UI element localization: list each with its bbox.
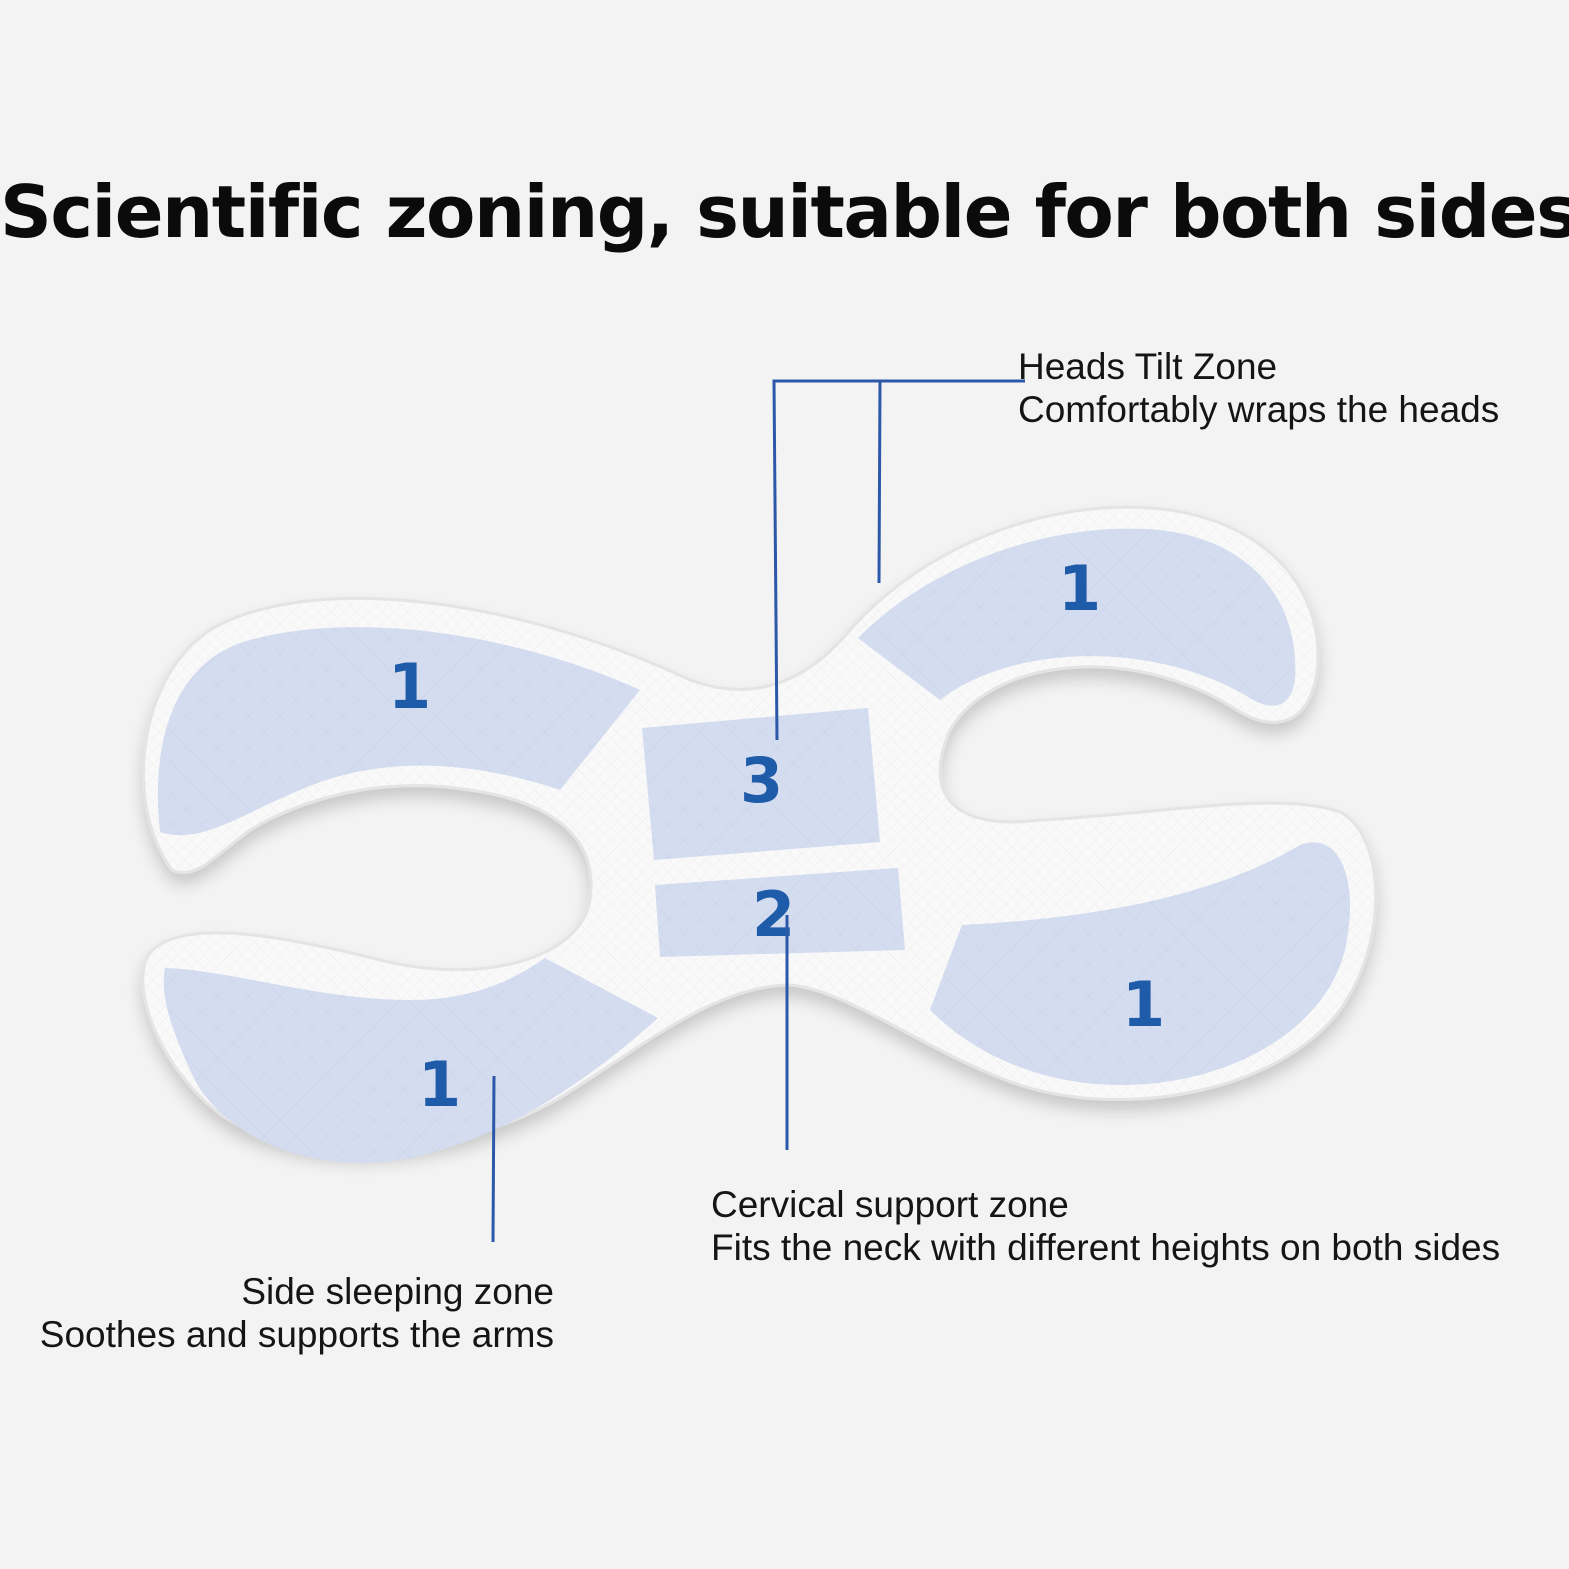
zone-number-top-right: 1 [1058, 552, 1101, 625]
label-heads-tilt-heading: Heads Tilt Zone [1018, 346, 1278, 387]
zone-number-center-top: 3 [740, 744, 783, 817]
leader-lines [491, 379, 1025, 1243]
label-cervical-support-description: Fits the neck with different heights on … [711, 1227, 1501, 1268]
zone-number-bottom-right: 1 [1122, 968, 1165, 1041]
zone-number-center-bottom: 2 [752, 878, 795, 951]
page-title: Scientific zoning, suitable for both sid… [0, 170, 1569, 254]
zone-number-top-left: 1 [388, 650, 431, 723]
leader-line-heads-tilt-secondary [877, 380, 882, 584]
label-cervical-support-heading: Cervical support zone [711, 1184, 1069, 1225]
zone-number-bottom-left: 1 [418, 1048, 461, 1121]
label-heads-tilt: Heads Tilt Zone Comfortably wraps the he… [1018, 345, 1499, 431]
leader-line-side-sleeping [491, 1075, 496, 1243]
label-side-sleeping-description: Soothes and supports the arms [39, 1314, 554, 1355]
label-cervical-support: Cervical support zone Fits the neck with… [711, 1183, 1500, 1269]
label-side-sleeping: Side sleeping zone Soothes and supports … [40, 1270, 554, 1356]
leader-line-heads-tilt [772, 379, 1025, 741]
label-heads-tilt-description: Comfortably wraps the heads [1018, 389, 1500, 430]
label-side-sleeping-heading: Side sleeping zone [241, 1271, 554, 1312]
